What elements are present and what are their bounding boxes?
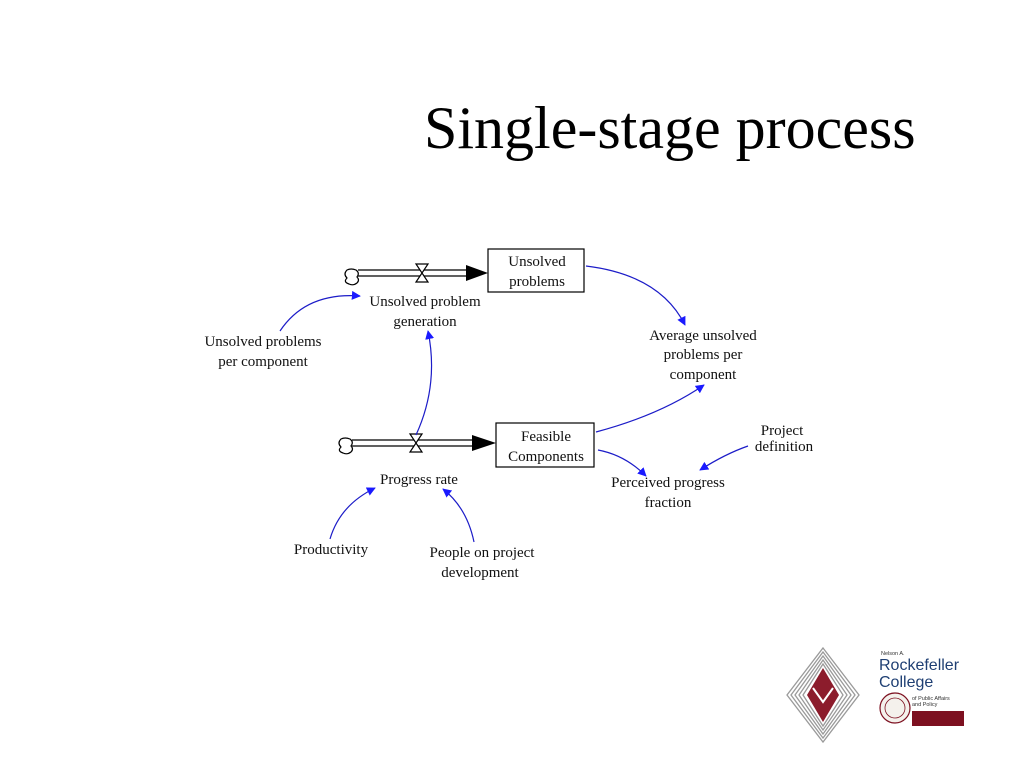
link-feasible-to-perceived (597, 449, 647, 477)
link-definition-to-perceived (699, 445, 749, 471)
var-people-on-project: People on project development (430, 545, 536, 581)
flow-label-unsolved-generation: Unsolved problem generation (369, 294, 481, 330)
college-seal-icon (879, 692, 911, 724)
stock-unsolved-problems: Unsolved problems (487, 248, 585, 293)
logo-line1: Rockefeller (879, 657, 960, 674)
rockefeller-college-logo: Nelson A. Rockefeller College of Public … (786, 646, 964, 744)
logo-small-text: Nelson A. (881, 651, 905, 657)
flow-pipe-progress (352, 435, 496, 451)
logo-line2: College (879, 674, 933, 691)
flow-pipe-unsolved-generation (358, 265, 488, 281)
cloud-source-bottom (338, 437, 354, 455)
cloud-source-top (344, 268, 360, 286)
var-pop-2: development (441, 565, 519, 581)
stock-feasible-components: Feasible Components (495, 422, 595, 468)
var-pd-1: Project (761, 423, 804, 439)
stock-feasible-components-label-2: Components (508, 449, 584, 465)
link-productivity-to-progress (329, 487, 376, 540)
college-wordmark: Nelson A. Rockefeller College of Public … (879, 646, 964, 730)
valve-unsolved-generation (414, 263, 430, 283)
var-avg-3: component (670, 367, 737, 383)
var-upc-2: per component (218, 354, 308, 370)
var-ppf-1: Perceived progress (611, 475, 725, 491)
var-avg-2: problems per (664, 347, 743, 363)
stock-unsolved-problems-label-1: Unsolved (508, 254, 566, 270)
flow-label-unsolved-generation-2: generation (393, 314, 457, 330)
logo-sub2: and Policy (912, 702, 938, 708)
link-upc-to-generation (279, 290, 361, 332)
var-pop-1: People on project (430, 545, 536, 561)
var-perceived-progress-fraction: Perceived progress fraction (611, 475, 725, 511)
var-upc-1: Unsolved problems (204, 334, 321, 350)
diamond-emblem-icon (786, 646, 860, 744)
var-unsolved-problems-per-component: Unsolved problems per component (204, 334, 321, 370)
var-project-definition: Project definition (755, 423, 814, 455)
link-unsolved-to-average (585, 265, 686, 326)
var-average-unsolved: Average unsolved problems per component (649, 328, 757, 383)
flow-label-progress-rate-1: Progress rate (380, 472, 458, 488)
logo-band (912, 711, 964, 726)
flow-label-progress-rate: Progress rate (380, 472, 458, 488)
var-pd-2: definition (755, 439, 814, 455)
link-people-to-progress (442, 488, 475, 543)
var-productivity: Productivity (294, 542, 369, 558)
slide-title: Single-stage process (424, 95, 916, 161)
flow-label-unsolved-generation-1: Unsolved problem (369, 294, 481, 310)
logo-sub1: of Public Affairs (912, 696, 950, 702)
stock-unsolved-problems-label-2: problems (509, 274, 565, 290)
link-progress-to-generation (415, 330, 435, 436)
stock-feasible-components-label-1: Feasible (521, 429, 571, 445)
link-feasible-to-average (595, 384, 705, 433)
var-prod-1: Productivity (294, 542, 369, 558)
var-ppf-2: fraction (645, 495, 692, 511)
var-avg-1: Average unsolved (649, 328, 757, 344)
valve-progress-rate (408, 433, 424, 453)
